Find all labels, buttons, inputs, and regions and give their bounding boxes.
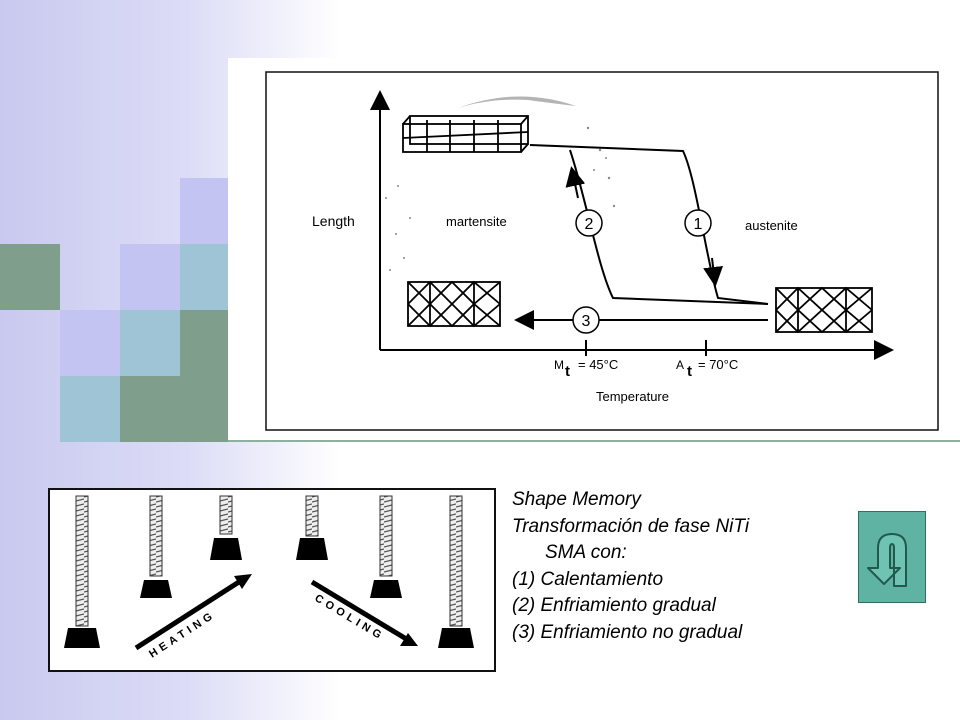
heating-arrow-head (234, 574, 252, 589)
spring-5 (370, 495, 402, 598)
deco-tile (120, 310, 180, 376)
deco-tile (120, 244, 180, 310)
deco-tile (60, 376, 120, 442)
mt-value: = 45°C (578, 357, 618, 372)
martensite-lattice (402, 115, 529, 153)
caption-line: Shape Memory (512, 489, 641, 510)
mt-subscript: t (565, 363, 570, 380)
hysteresis-diagram: 2 1 3 Length martensite austenite Temper… (265, 71, 939, 431)
spring-2 (140, 495, 172, 598)
cooling-arrow-head (400, 633, 418, 646)
step-2-circle (575, 209, 603, 237)
martensite-label: martensite (446, 214, 507, 229)
caption-line: (1) Calentamiento (512, 568, 664, 590)
caption-line: Transformación de fase NiTi (512, 515, 750, 537)
divider-line (228, 440, 960, 442)
deco-tile (120, 376, 180, 442)
speckle-cloud (458, 96, 576, 108)
mt-letter: M (554, 358, 564, 372)
caption-line: SMA con: (545, 542, 627, 563)
caption-line: (3) Enfriamiento no gradual (512, 621, 743, 643)
spring-3 (210, 495, 242, 560)
twinned-lattice-left (407, 280, 501, 328)
return-button[interactable] (858, 511, 926, 603)
deco-tile (0, 244, 60, 310)
at-subscript: t (687, 363, 692, 380)
y-axis-label: Length (312, 213, 355, 229)
heating-curve (529, 144, 769, 305)
heating-arrow (703, 257, 724, 287)
spring-4 (296, 495, 328, 560)
step-3-label: 3 (582, 313, 591, 330)
speckle-dots (385, 126, 616, 271)
at-value: = 70°C (698, 357, 738, 372)
caption-line: (2) Enfriamiento gradual (512, 595, 716, 616)
step-1-circle (684, 209, 712, 237)
cooling-arrow-line (310, 579, 410, 643)
step-2-label: 2 (585, 216, 594, 233)
spring-1 (64, 495, 100, 648)
cooling-arrow (565, 166, 586, 199)
twinned-lattice-right (775, 286, 873, 334)
step-3-circle (572, 306, 600, 334)
at-letter: A (676, 358, 684, 372)
deco-tile (60, 310, 120, 376)
springs-illustration: HEATING COOLING (48, 488, 496, 672)
spring-6 (438, 495, 474, 648)
x-axis-label: Temperature (596, 389, 669, 404)
diagram-panel (228, 58, 960, 440)
diagram-border (265, 71, 939, 431)
u-turn-arrow-icon (867, 533, 907, 587)
step-1-label: 1 (694, 216, 703, 233)
austenite-label: austenite (745, 218, 798, 233)
springs-border (48, 488, 496, 672)
caption-text: Shape Memory Transformación de fase NiTi… (512, 487, 842, 646)
heating-arrow-line (134, 577, 244, 651)
